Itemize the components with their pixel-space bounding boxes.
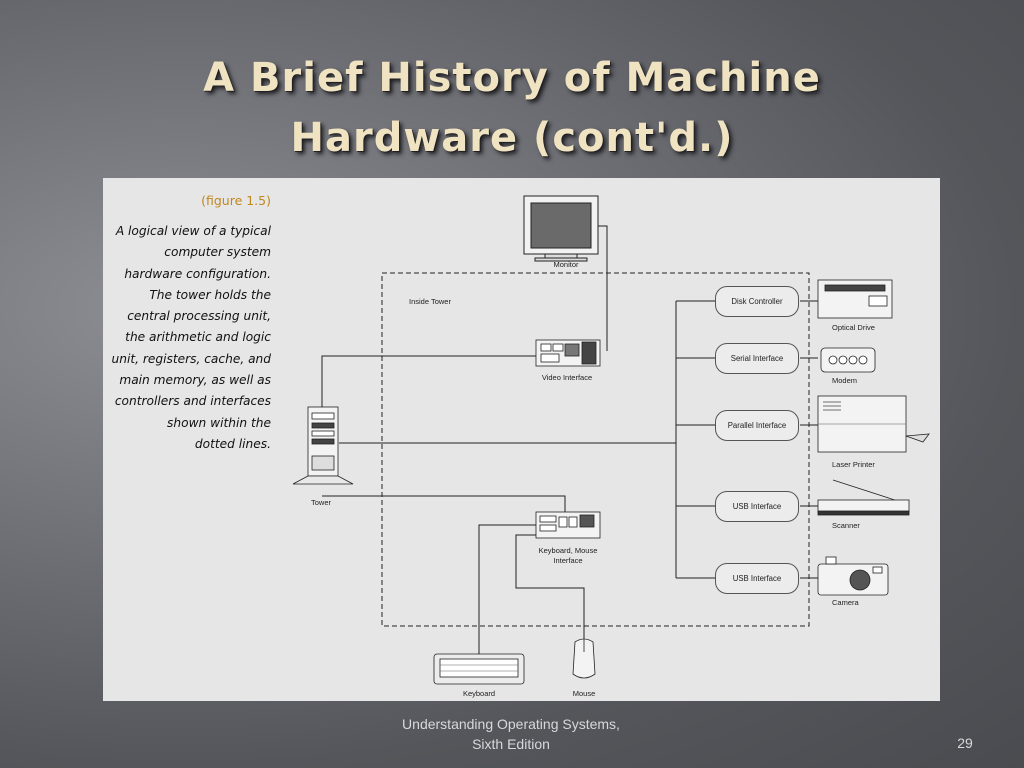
caption-line: controllers and interfaces <box>114 394 271 409</box>
connector-line <box>478 524 536 654</box>
optical-drive-label: Optical Drive <box>832 323 875 332</box>
slide-footer: Understanding Operating Systems, Sixth E… <box>360 714 662 754</box>
caption-line: hardware configuration. <box>124 266 271 281</box>
video-interface-label: Video Interface <box>541 373 593 382</box>
figure-panel: (figure 1.5) A logical view of a typical… <box>103 178 940 701</box>
caption-line: A logical view of a typical <box>115 224 271 238</box>
slide-title-line-2: Hardware (cont'd.) <box>290 115 734 161</box>
laser-printer-icon <box>817 395 930 453</box>
keyboard-mouse-interface-card-icon <box>535 511 601 539</box>
mouse-icon <box>572 638 596 679</box>
figure-caption: A logical view of a typical computer sys… <box>103 221 272 455</box>
scanner-icon <box>817 479 910 516</box>
keyboard-icon <box>433 653 525 685</box>
inside-tower-boundary <box>381 272 810 627</box>
footer-line-1: Understanding Operating Systems, <box>402 716 620 732</box>
modem-icon <box>820 347 876 373</box>
keyboard-label: Keyboard <box>462 689 496 698</box>
connector-line <box>515 534 585 638</box>
caption-line: unit, registers, cache, and <box>111 351 272 366</box>
camera-icon <box>817 556 889 596</box>
inside-tower-label: Inside Tower <box>409 297 451 306</box>
tower-icon <box>292 406 354 485</box>
serial-interface-box: Serial Interface <box>715 343 799 374</box>
connector-line <box>322 495 566 512</box>
slide-title-line-1: A Brief History of Machine <box>203 55 821 101</box>
monitor-label: Monitor <box>553 260 579 269</box>
caption-line: main memory, as well as <box>119 373 271 388</box>
caption-line: the arithmetic and logic <box>125 330 271 345</box>
laser-printer-label: Laser Printer <box>832 460 875 469</box>
caption-line: shown within the <box>167 415 271 430</box>
figure-label: (figure 1.5) <box>201 193 271 208</box>
disk-controller-box: Disk Controller <box>715 286 799 317</box>
caption-line: computer system <box>164 245 271 260</box>
footer-line-2: Sixth Edition <box>472 736 550 752</box>
caption-line: central processing unit, <box>127 309 271 324</box>
caption-line: The tower holds the <box>149 287 271 302</box>
scanner-label: Scanner <box>832 521 860 530</box>
usb-interface-box-1: USB Interface <box>715 491 799 522</box>
parallel-interface-box: Parallel Interface <box>715 410 799 441</box>
video-interface-card-icon <box>535 339 601 367</box>
usb-interface-box-2: USB Interface <box>715 563 799 594</box>
page-number: 29 <box>957 735 973 751</box>
caption-line: dotted lines. <box>194 436 271 451</box>
keyboard-mouse-interface-label-line1: Keyboard, Mouse <box>538 546 598 555</box>
monitor-icon <box>523 195 599 262</box>
hardware-diagram <box>292 195 930 685</box>
keyboard-mouse-interface-label-line2: Interface <box>553 556 583 565</box>
mouse-label: Mouse <box>572 689 596 698</box>
tower-label: Tower <box>310 498 331 507</box>
connector-line <box>321 355 536 407</box>
camera-label: Camera <box>832 598 859 607</box>
modem-label: Modem <box>832 376 858 385</box>
optical-drive-icon <box>817 279 893 319</box>
